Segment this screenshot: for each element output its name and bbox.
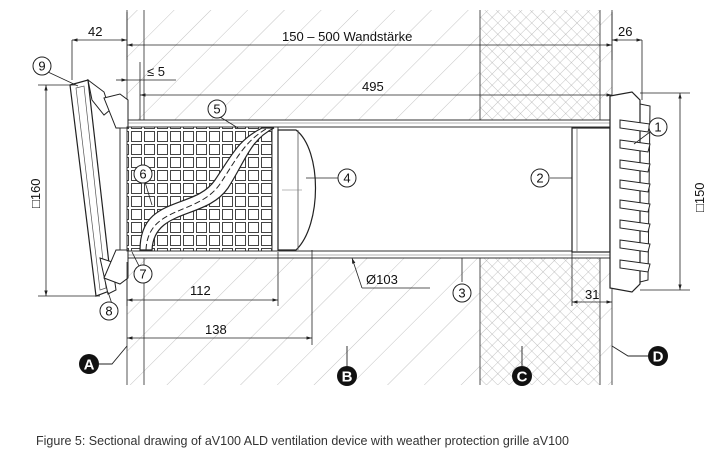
dim-sq150: □150 <box>692 182 707 212</box>
weather-grille <box>609 91 651 293</box>
callout-2: 2 <box>530 168 550 188</box>
svg-text:3: 3 <box>458 286 465 301</box>
dimension-texts: 42 150 – 500 Wandstärke 26 ≤ 5 495 □160 … <box>28 24 707 337</box>
callout-5: 5 <box>207 99 227 119</box>
outer-sleeve-insert <box>571 127 611 253</box>
zone-badge-c: C <box>512 366 532 386</box>
dim-495: 495 <box>362 79 384 94</box>
svg-text:D: D <box>653 349 664 366</box>
svg-text:B: B <box>342 369 353 386</box>
inner-cover-panel <box>69 78 117 297</box>
dim-138: 138 <box>205 322 227 337</box>
svg-text:7: 7 <box>139 267 146 282</box>
dimension-lines <box>38 12 690 345</box>
svg-text:8: 8 <box>105 304 112 319</box>
dim-le5: ≤ 5 <box>147 64 165 79</box>
dim-26: 26 <box>618 24 632 39</box>
figure-caption: Figure 5: Sectional drawing of aV100 ALD… <box>36 434 569 448</box>
callout-7: 7 <box>133 264 153 284</box>
zone-leaders <box>98 345 648 366</box>
zone-badge-d: D <box>648 346 668 366</box>
callout-3: 3 <box>452 283 472 303</box>
sectional-drawing: 42 150 – 500 Wandstärke 26 ≤ 5 495 □160 … <box>28 10 707 386</box>
callout-9: 9 <box>32 56 52 76</box>
dim-31: 31 <box>585 287 599 302</box>
svg-text:6: 6 <box>139 167 146 182</box>
zone-badge-b: B <box>337 366 357 386</box>
fan-filter-housing <box>126 126 317 252</box>
dim-dia103: Ø103 <box>366 272 398 287</box>
callout-leaders <box>47 71 651 305</box>
svg-text:2: 2 <box>536 171 543 186</box>
dim-wall-thickness: 150 – 500 Wandstärke <box>282 29 412 44</box>
svg-text:1: 1 <box>654 120 661 135</box>
svg-text:5: 5 <box>213 102 220 117</box>
callout-6: 6 <box>133 164 153 184</box>
dim-sq160: □160 <box>28 178 43 208</box>
callout-4: 4 <box>337 168 357 188</box>
svg-text:9: 9 <box>38 59 45 74</box>
svg-text:4: 4 <box>343 171 350 186</box>
dim-42: 42 <box>88 24 102 39</box>
callout-1: 1 <box>648 117 668 137</box>
dim-112: 112 <box>190 283 211 298</box>
svg-text:A: A <box>84 357 95 374</box>
zone-badge-a: A <box>79 354 99 374</box>
callout-8: 8 <box>99 301 119 321</box>
inner-flange <box>103 93 129 285</box>
svg-text:C: C <box>517 369 528 386</box>
